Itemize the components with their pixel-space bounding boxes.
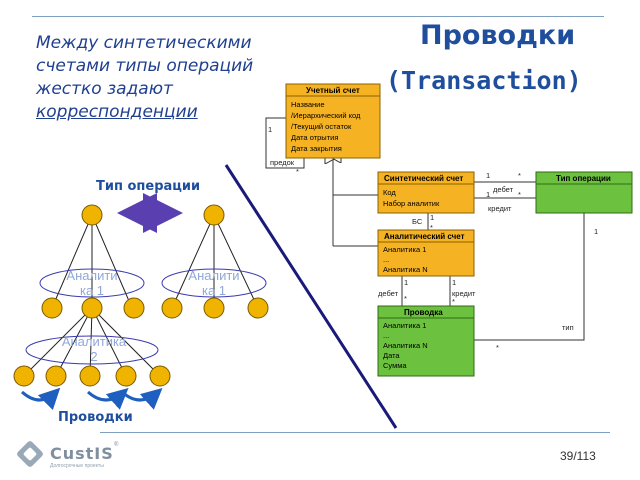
uml-class-analytic: Аналитический счет Аналитика 1 ... Анали… <box>377 229 475 277</box>
tree-node <box>13 365 35 387</box>
intro-text: Между синтетическими счетами типы операц… <box>36 32 296 124</box>
ellipse-1-label-line-2: ка 1 <box>80 283 104 298</box>
synthetic-attr: Набор аналитик <box>383 199 440 208</box>
uml-labels: 1 предок * 1 * дебет 1 * кредит БС 1 * 1… <box>268 125 598 352</box>
label-syn-op-one-bottom: 1 <box>486 190 490 199</box>
label-op-post-one: 1 <box>594 227 598 236</box>
analytics-ellipse-3 <box>25 335 159 365</box>
tree-node <box>161 297 183 319</box>
label-kredit-top: кредит <box>488 204 512 213</box>
label-self-one: 1 <box>268 125 272 134</box>
account-attr: /Иерархический код <box>291 111 361 120</box>
ellipse-2-label-line-2: ка 1 <box>202 283 226 298</box>
label-syn-an-one: 1 <box>430 213 434 222</box>
tree-node <box>45 365 67 387</box>
intro-line-4: корреспонденции <box>36 102 198 122</box>
account-attr: Название <box>291 100 325 109</box>
tree-node <box>149 365 171 387</box>
posting-attr: Аналитика 1 <box>383 321 426 330</box>
posting-curves <box>21 387 163 411</box>
account-attr: Дата закрытия <box>291 144 342 153</box>
company-logo: CustIS ® Долгосрочные проекты <box>16 440 126 472</box>
uml-class-account: Учетный счет Название /Иерархический код… <box>285 83 381 159</box>
slide-title: Проводки <box>420 20 576 51</box>
label-syn-op-star-top: * <box>518 171 521 180</box>
label-self-star: * <box>296 167 299 176</box>
synthetic-title: Синтетический счет <box>384 174 463 183</box>
top-rule <box>32 16 604 17</box>
label-syn-op-star-bottom: * <box>518 190 521 199</box>
posting-title: Проводка <box>404 308 443 317</box>
intro-line-3: жестко задают <box>36 79 173 99</box>
ellipse-3-label-line-2: 2 <box>90 349 97 364</box>
label-syn-op-one-top: 1 <box>486 171 490 180</box>
posting-attr: Дата <box>383 351 400 360</box>
tree-node <box>115 365 137 387</box>
ellipse-2-label-line-1: Аналити <box>188 268 239 283</box>
uml-class-optype: Тип операции <box>535 171 633 214</box>
logo-text: CustIS <box>50 444 114 463</box>
tree-node <box>123 297 145 319</box>
tree-node <box>81 204 103 226</box>
label-bs: БС <box>412 217 423 226</box>
label-an-post-star-left: * <box>404 294 407 303</box>
label-debet-bottom: дебет <box>378 289 399 298</box>
logo-icon <box>17 441 43 467</box>
slide-subtitle: (Transaction) <box>386 66 582 95</box>
tree-node <box>203 204 225 226</box>
uml-class-posting: Проводка Аналитика 1 ... Аналитика N Дат… <box>377 305 475 377</box>
account-attr: Дата отрытия <box>291 133 338 142</box>
tree-node <box>79 365 101 387</box>
logo-subtitle: Долгосрочные проекты <box>50 463 104 469</box>
analytics-ellipse-1 <box>39 268 145 298</box>
analytics-ellipse-2 <box>161 268 267 298</box>
uml-class-synthetic: Синтетический счет Код Набор аналитик <box>377 171 475 214</box>
label-an-post-star-right: * <box>452 297 455 306</box>
intro-line-1: Между синтетическими <box>36 33 252 53</box>
label-syn-an-star: * <box>430 223 433 232</box>
posting-attr: Сумма <box>383 361 407 370</box>
bottom-rule <box>100 432 610 433</box>
left-diagram-title: Тип операции <box>96 179 201 194</box>
label-an-post-one-left: 1 <box>404 278 408 287</box>
analytic-attr: Аналитика N <box>383 265 428 274</box>
analytic-attr: ... <box>383 255 389 264</box>
diagonal-divider <box>224 164 398 429</box>
label-op-post-star: * <box>496 343 499 352</box>
uml-connectors <box>265 117 585 341</box>
tree-nodes <box>13 204 269 387</box>
tree-edges <box>23 214 259 377</box>
posting-attr: ... <box>383 331 389 340</box>
tree-node <box>203 297 225 319</box>
logo-registered: ® <box>114 442 119 448</box>
intro-line-2: счетами типы операций <box>36 56 254 76</box>
ellipse-3-label-line-1: Аналитика <box>62 334 127 349</box>
left-diagram-caption: Проводки <box>58 410 133 425</box>
tree-node <box>41 297 63 319</box>
tree-node <box>81 297 103 319</box>
optype-title: Тип операции <box>556 174 611 183</box>
ellipse-1-label-line-1: Аналити <box>66 268 117 283</box>
label-kredit-bottom: кредит <box>452 289 476 298</box>
analytic-attr: Аналитика 1 <box>383 245 426 254</box>
label-tip: тип <box>562 323 574 332</box>
synthetic-attr: Код <box>383 188 396 197</box>
account-title: Учетный счет <box>306 86 360 95</box>
label-debet-top: дебет <box>493 185 514 194</box>
posting-attr: Аналитика N <box>383 341 428 350</box>
page-number: 39/113 <box>560 449 596 463</box>
analytic-title: Аналитический счет <box>384 232 465 241</box>
tree-node <box>247 297 269 319</box>
label-predok: предок <box>270 158 295 167</box>
account-attr: /Текущий остаток <box>291 122 352 131</box>
label-an-post-one-right: 1 <box>452 278 456 287</box>
